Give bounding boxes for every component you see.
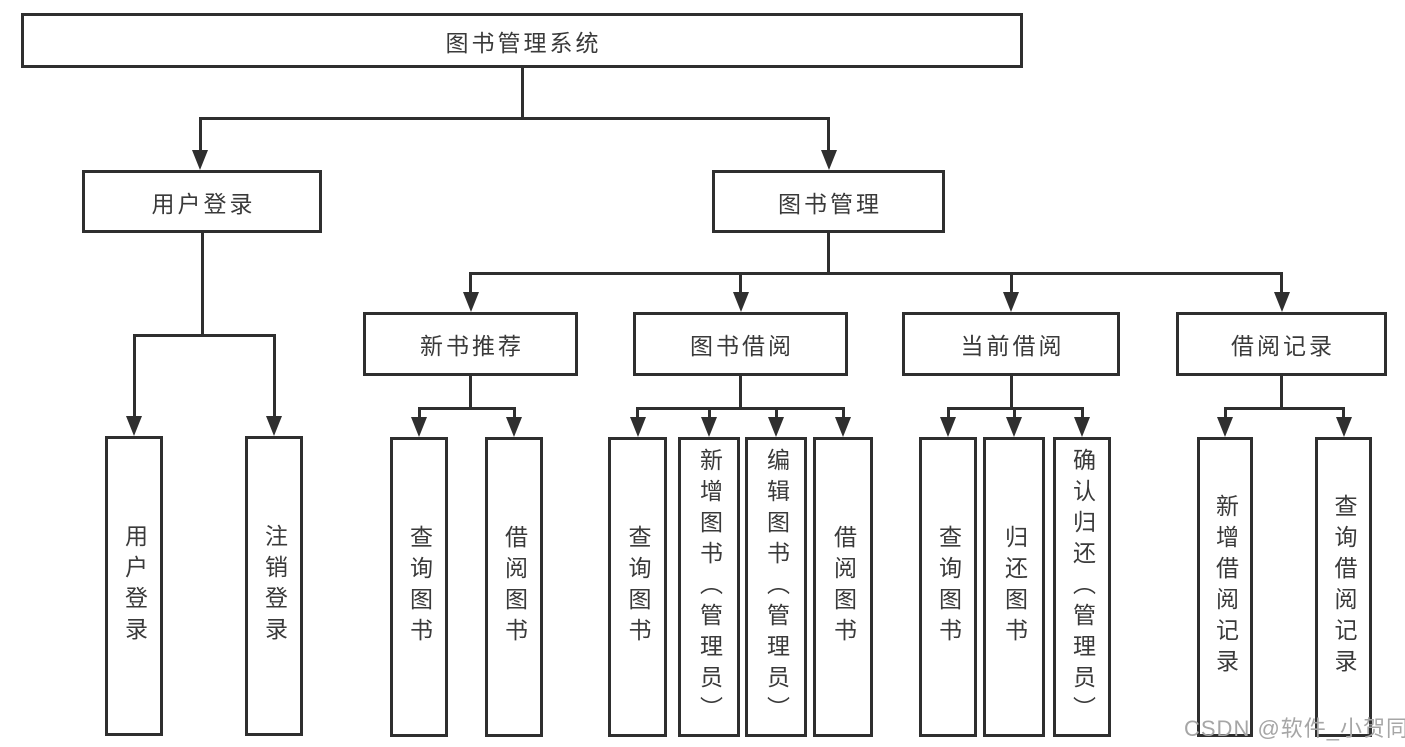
arrowhead-icon bbox=[629, 417, 646, 437]
arrowhead-icon bbox=[701, 417, 717, 437]
node-root: 图书管理系统 bbox=[21, 13, 1023, 68]
leaf-confirm-return-admin-label: 确认归还（管理员） bbox=[1069, 447, 1096, 727]
connector-line bbox=[1280, 376, 1283, 410]
arrowhead-icon bbox=[940, 417, 956, 437]
connector-line bbox=[636, 406, 845, 410]
arrowhead-icon bbox=[835, 417, 851, 437]
arrowhead-icon bbox=[820, 150, 837, 170]
connector-line bbox=[520, 68, 524, 120]
connector-line bbox=[1009, 271, 1013, 304]
leaf-recommend-query-book: 查询图书 bbox=[390, 437, 448, 737]
connector-line bbox=[132, 333, 276, 337]
connector-line bbox=[739, 376, 742, 410]
node-current-borrow-label: 当前借阅 bbox=[960, 333, 1065, 359]
node-book-borrow-label: 图书借阅 bbox=[690, 333, 794, 359]
arrowhead-icon bbox=[1074, 417, 1090, 437]
leaf-recommend-borrow-book: 借阅图书 bbox=[485, 437, 543, 737]
arrowhead-icon bbox=[1003, 292, 1019, 312]
arrowhead-icon bbox=[1335, 417, 1352, 437]
connector-line bbox=[200, 233, 204, 337]
leaf-add-borrow-record: 新增借阅记录 bbox=[1197, 437, 1253, 737]
leaf-logout-label: 注销登录 bbox=[261, 524, 288, 648]
leaf-borrow-book: 借阅图书 bbox=[813, 437, 873, 737]
connector-line bbox=[469, 376, 472, 410]
arrowhead-icon bbox=[462, 292, 479, 312]
arrowhead-icon bbox=[1006, 417, 1022, 437]
leaf-confirm-return-admin: 确认归还（管理员） bbox=[1053, 437, 1111, 737]
connector-line bbox=[1223, 406, 1345, 410]
node-new-book-recommend-label: 新书推荐 bbox=[420, 333, 524, 359]
arrowhead-icon bbox=[1217, 417, 1233, 437]
connector-line bbox=[417, 406, 516, 410]
leaf-recommend-query-book-label: 查询图书 bbox=[406, 525, 433, 649]
connector-line bbox=[827, 233, 830, 275]
leaf-edit-book-admin-label: 编辑图书（管理员） bbox=[763, 447, 790, 727]
connector-line bbox=[739, 271, 742, 304]
node-root-label: 图书管理系统 bbox=[445, 29, 602, 56]
connector-line bbox=[132, 333, 136, 428]
node-user-login: 用户登录 bbox=[82, 170, 322, 233]
leaf-edit-book-admin: 编辑图书（管理员） bbox=[745, 437, 807, 737]
leaf-return-book: 归还图书 bbox=[983, 437, 1045, 737]
arrowhead-icon bbox=[1273, 292, 1290, 312]
connector-line bbox=[469, 271, 472, 304]
leaf-query-borrow-record-label: 查询借阅记录 bbox=[1331, 494, 1357, 680]
node-book-borrow: 图书借阅 bbox=[633, 312, 848, 376]
connector-line bbox=[272, 333, 276, 428]
leaf-query-borrow-record: 查询借阅记录 bbox=[1315, 437, 1372, 737]
watermark-text: CSDN @软件_小贺同学 bbox=[1184, 716, 1405, 741]
leaf-borrow-query-book-label: 查询图书 bbox=[625, 525, 651, 649]
leaf-current-query-book: 查询图书 bbox=[919, 437, 977, 737]
leaf-add-book-admin-label: 新增图书（管理员） bbox=[696, 447, 723, 727]
connector-line bbox=[1009, 376, 1013, 410]
node-user-login-label: 用户登录 bbox=[151, 190, 256, 217]
arrowhead-icon bbox=[768, 417, 784, 437]
node-borrow-records: 借阅记录 bbox=[1176, 312, 1387, 376]
leaf-user-login: 用户登录 bbox=[105, 436, 163, 736]
leaf-add-borrow-record-label: 新增借阅记录 bbox=[1212, 494, 1239, 680]
leaf-user-login-label: 用户登录 bbox=[121, 524, 148, 648]
arrowhead-icon bbox=[411, 417, 427, 437]
node-current-borrow: 当前借阅 bbox=[902, 312, 1120, 376]
leaf-current-query-book-label: 查询图书 bbox=[935, 525, 962, 649]
connector-line bbox=[469, 271, 1283, 275]
leaf-recommend-borrow-book-label: 借阅图书 bbox=[501, 525, 528, 649]
node-new-book-recommend: 新书推荐 bbox=[363, 312, 578, 376]
arrowhead-icon bbox=[126, 416, 142, 436]
node-book-management-label: 图书管理 bbox=[778, 190, 882, 217]
node-borrow-records-label: 借阅记录 bbox=[1231, 333, 1335, 359]
leaf-logout: 注销登录 bbox=[245, 436, 303, 736]
leaf-borrow-book-label: 借阅图书 bbox=[830, 525, 857, 649]
node-book-management: 图书管理 bbox=[712, 170, 945, 233]
connector-line bbox=[198, 116, 202, 162]
leaf-return-book-label: 归还图书 bbox=[1001, 525, 1028, 649]
arrowhead-icon bbox=[506, 417, 522, 437]
arrowhead-icon bbox=[266, 416, 282, 436]
leaf-add-book-admin: 新增图书（管理员） bbox=[678, 437, 740, 737]
leaf-borrow-query-book: 查询图书 bbox=[608, 437, 667, 737]
connector-line bbox=[1280, 271, 1283, 304]
arrowhead-icon bbox=[732, 292, 749, 312]
connector-line bbox=[198, 116, 830, 120]
connector-line bbox=[827, 116, 830, 162]
arrowhead-icon bbox=[192, 150, 208, 170]
